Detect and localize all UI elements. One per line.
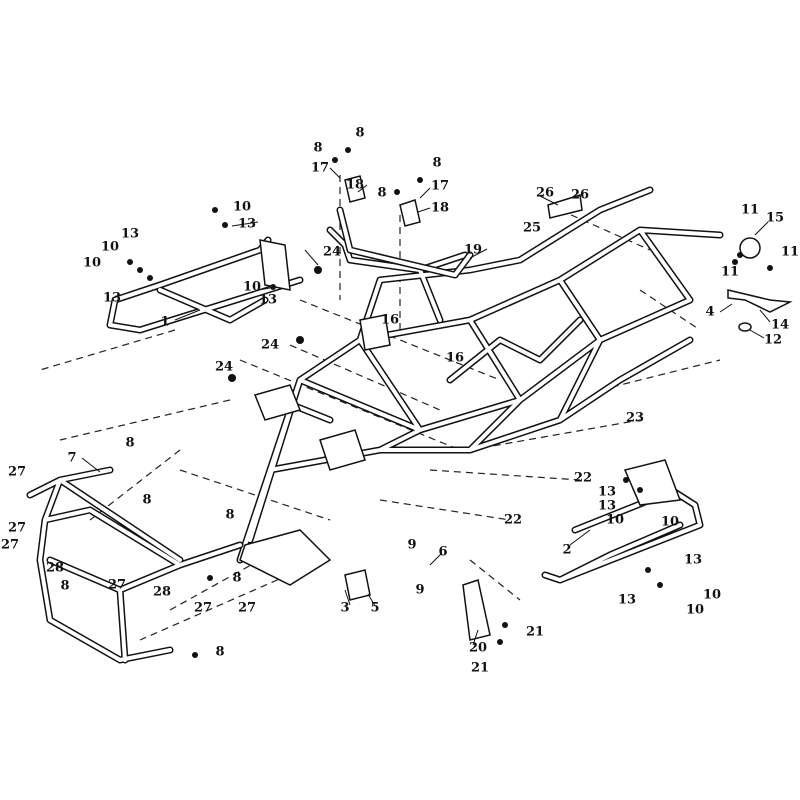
callout-part-11: 11: [740, 202, 760, 218]
callout-part-9: 9: [407, 537, 417, 553]
callout-part-28: 28: [45, 560, 65, 576]
callout-part-20: 20: [468, 640, 488, 656]
callout-part-9: 9: [415, 582, 425, 598]
callout-part-8: 8: [142, 492, 152, 508]
callout-part-21: 21: [525, 624, 545, 640]
callout-part-8: 8: [355, 125, 365, 141]
callout-part-7: 7: [67, 450, 77, 466]
rear-rack-2: [541, 459, 704, 584]
callout-part-10: 10: [605, 512, 625, 528]
callout-part-24: 24: [260, 337, 280, 353]
callout-part-13: 13: [258, 292, 278, 308]
callout-part-16: 16: [445, 350, 465, 366]
callout-part-8: 8: [232, 570, 242, 586]
callout-part-8: 8: [125, 435, 135, 451]
callout-part-10: 10: [242, 279, 262, 295]
callout-part-27: 27: [0, 537, 20, 553]
callout-part-8: 8: [377, 185, 387, 201]
callout-part-15: 15: [765, 210, 785, 226]
callout-part-8: 8: [215, 644, 225, 660]
callout-part-6: 6: [438, 544, 448, 560]
callout-part-10: 10: [660, 514, 680, 530]
callout-part-21: 21: [470, 660, 490, 676]
callout-part-18: 18: [345, 177, 365, 193]
callout-part-11: 11: [720, 264, 740, 280]
hitch-parts: [727, 237, 793, 332]
callout-part-2: 2: [562, 542, 572, 558]
callout-part-11: 11: [780, 244, 800, 260]
callout-part-3: 3: [340, 600, 350, 616]
callout-part-10: 10: [685, 602, 705, 618]
callout-part-24: 24: [214, 359, 234, 375]
leader-lines: [81, 167, 771, 646]
callout-part-10: 10: [100, 239, 120, 255]
callout-part-13: 13: [617, 592, 637, 608]
front-bumper: [26, 466, 244, 664]
callout-part-18: 18: [430, 200, 450, 216]
callout-part-13: 13: [237, 216, 257, 232]
brackets: [336, 175, 583, 641]
callout-part-13: 13: [683, 552, 703, 568]
callout-part-27: 27: [107, 577, 127, 593]
callout-part-27: 27: [237, 600, 257, 616]
callout-part-27: 27: [7, 464, 27, 480]
callout-part-8: 8: [432, 155, 442, 171]
callout-part-8: 8: [225, 507, 235, 523]
callout-part-4: 4: [705, 304, 715, 320]
bolts: [127, 147, 773, 658]
callout-part-22: 22: [573, 470, 593, 486]
callout-part-23: 23: [625, 410, 645, 426]
callout-part-25: 25: [522, 220, 542, 236]
callout-part-10: 10: [82, 255, 102, 271]
callout-part-27: 27: [7, 520, 27, 536]
callout-part-1: 1: [160, 314, 170, 330]
callout-part-14: 14: [770, 317, 790, 333]
callout-part-27: 27: [193, 600, 213, 616]
callout-part-13: 13: [597, 484, 617, 500]
callout-part-16: 16: [380, 312, 400, 328]
callout-part-10: 10: [232, 199, 252, 215]
callout-part-24: 24: [322, 244, 342, 260]
callout-part-22: 22: [503, 512, 523, 528]
callout-part-19: 19: [463, 242, 483, 258]
front-rack-1: [106, 236, 304, 334]
callout-part-13: 13: [120, 226, 140, 242]
callout-part-26: 26: [535, 185, 555, 201]
callout-part-13: 13: [597, 498, 617, 514]
callout-part-28: 28: [152, 584, 172, 600]
callout-part-8: 8: [313, 140, 323, 156]
callout-part-17: 17: [310, 160, 330, 176]
callout-part-8: 8: [60, 578, 70, 594]
callout-part-5: 5: [370, 600, 380, 616]
callout-part-17: 17: [430, 178, 450, 194]
callout-part-10: 10: [702, 587, 722, 603]
callout-part-26: 26: [570, 187, 590, 203]
main-frame: [236, 186, 724, 586]
callout-part-12: 12: [763, 332, 783, 348]
callout-part-13: 13: [102, 290, 122, 306]
